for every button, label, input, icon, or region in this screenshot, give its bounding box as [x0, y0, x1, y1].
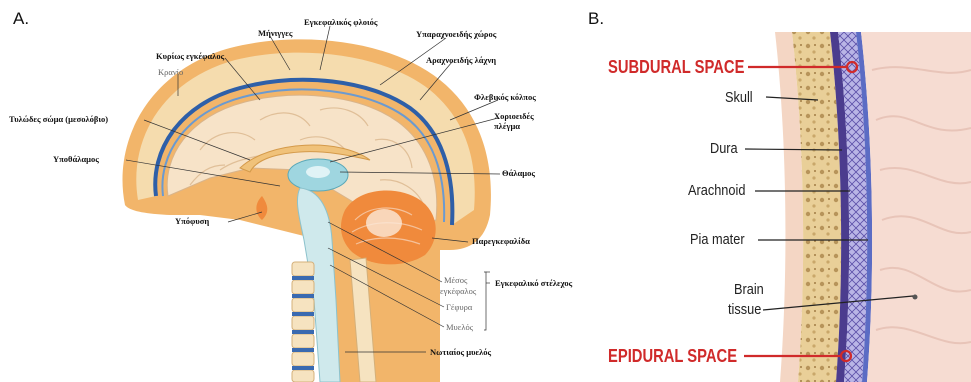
label-venous-sinus: Φλεβικός κόλπος — [474, 92, 536, 102]
label-cerebrum: Κυρίως εγκέφαλος — [156, 51, 224, 61]
label-thalamus: Θάλαμος — [502, 168, 535, 178]
label-cortex: Εγκεφαλικός φλοιός — [304, 17, 378, 27]
label-spinal-cord: Νωτιαίος μυελός — [430, 347, 491, 357]
label-arachnoid: Arachnoid — [688, 182, 745, 199]
label-hypothalamus: Υποθάλαμος — [53, 154, 99, 164]
label-midbrain-1: Μέσος — [444, 275, 467, 285]
label-subarachnoid: Υπαραχνοειδής χώρος — [416, 29, 496, 39]
label-choroid-2: πλέγμα — [494, 121, 520, 131]
label-dura: Dura — [710, 140, 738, 157]
label-midbrain-2: εγκέφαλος — [440, 286, 476, 296]
label-medulla: Μυελός — [446, 322, 473, 332]
label-skull-a: Κρανίο — [158, 67, 183, 77]
panel-a: A. — [0, 0, 580, 382]
label-corpus-callosum: Τυλώδες σώμα (μεσολόβιο) — [9, 114, 108, 124]
label-pia-mater: Pia mater — [690, 231, 745, 248]
label-pons: Γέφυρα — [446, 302, 472, 312]
label-cerebellum: Παρεγκεφαλίδα — [472, 236, 530, 246]
label-meninges: Μήνιγγες — [258, 28, 292, 38]
panel-b: B. — [580, 0, 971, 382]
label-arachnoid-villi: Αραχνοειδής λάχνη — [426, 55, 496, 65]
label-subdural-space: SUBDURAL SPACE — [608, 57, 744, 78]
label-choroid-1: Χοριοειδές — [494, 111, 534, 121]
label-skull-b: Skull — [725, 89, 753, 106]
label-brainstem: Εγκεφαλικό στέλεχος — [495, 278, 572, 288]
label-brain-1: Brain — [734, 281, 764, 298]
label-pituitary: Υπόφυση — [175, 216, 209, 226]
label-brain-2: tissue — [728, 301, 761, 318]
label-epidural-space: EPIDURAL SPACE — [608, 346, 737, 367]
